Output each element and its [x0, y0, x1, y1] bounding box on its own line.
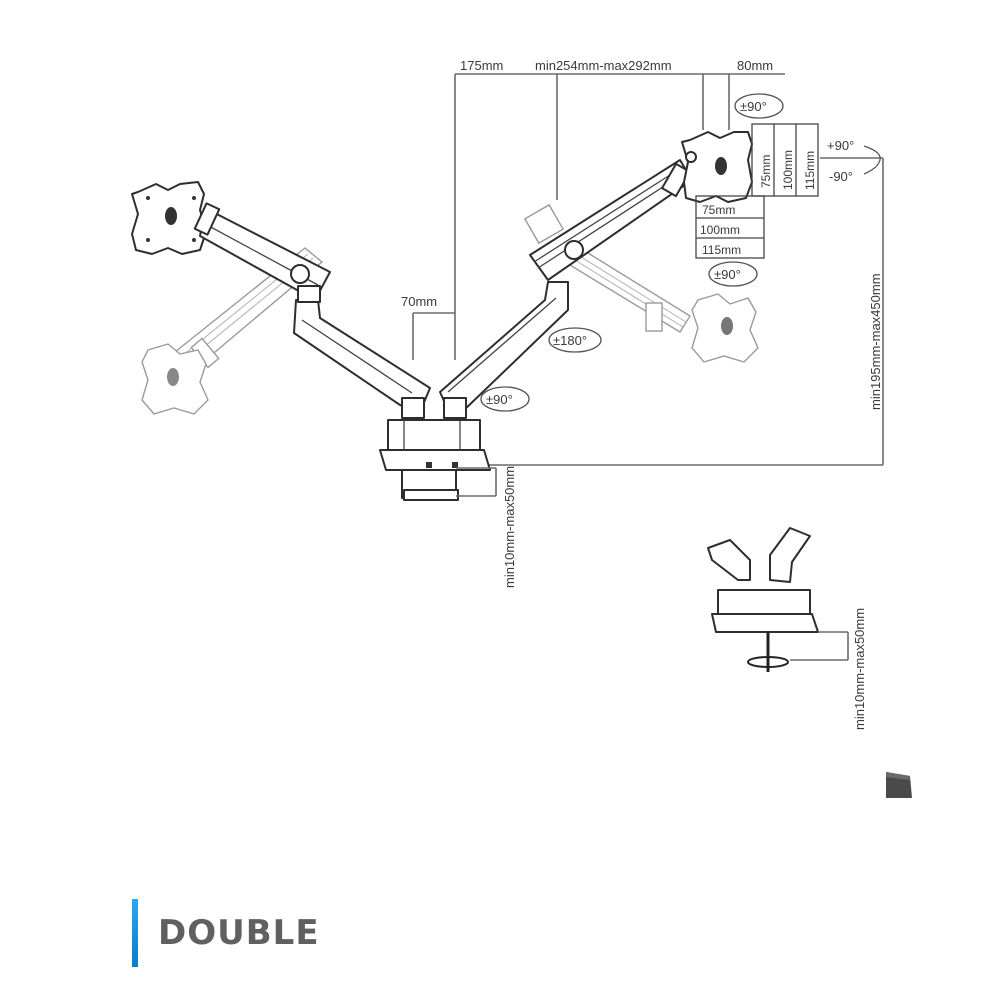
- left-monitor-vesa-plate: [131, 181, 207, 255]
- dim-clamp-range: min10mm-max50mm: [502, 466, 517, 588]
- tilt-up-label: +90°: [827, 138, 854, 153]
- height-dimension: min195mm-max450mm: [485, 157, 884, 466]
- dim-grommet-range: min10mm-max50mm: [852, 608, 867, 730]
- left-upper-arm: [193, 202, 331, 301]
- svg-text:±180°: ±180°: [553, 333, 587, 348]
- dim-height-range: min195mm-max450mm: [868, 273, 883, 410]
- right-monitor-vesa-plate: [681, 131, 753, 203]
- desk-clamp-base: [379, 397, 491, 501]
- rotation-badge-arm: ±180°: [548, 327, 602, 353]
- grommet-mount-inset: min10mm-max50mm: [707, 527, 867, 730]
- svg-text:±90°: ±90°: [486, 392, 513, 407]
- dim-70mm: 70mm: [401, 294, 437, 309]
- tilt-indicator: +90° -90°: [827, 138, 881, 184]
- rotation-badge-lower: ±90°: [708, 261, 758, 287]
- rotation-badge-top: ±90°: [734, 93, 784, 119]
- right-arm-ghost: [523, 203, 759, 363]
- tilt-down-label: -90°: [829, 169, 853, 184]
- vesa-v-100: 100mm: [781, 150, 795, 190]
- vesa-h-100: 100mm: [700, 223, 740, 237]
- pole-offset-dimension: 70mm: [401, 294, 455, 360]
- dim-80mm: 80mm: [737, 58, 773, 73]
- vesa-horizontal-box: 75mm 100mm 115mm: [695, 195, 765, 259]
- product-box-corner: [884, 768, 914, 802]
- title-block: DOUBLE: [132, 898, 320, 968]
- dim-arm-length: min254mm-max292mm: [535, 58, 672, 73]
- accent-bar: [132, 899, 138, 967]
- top-dimension-lines: 175mm min254mm-max292mm 80mm: [454, 58, 785, 360]
- svg-text:±90°: ±90°: [740, 99, 767, 114]
- vesa-v-75: 75mm: [759, 155, 773, 188]
- vesa-vertical-box: 75mm 100mm 115mm: [751, 123, 819, 197]
- rotation-badge-base: ±90°: [480, 386, 530, 412]
- svg-text:±90°: ±90°: [714, 267, 741, 282]
- dim-175mm: 175mm: [460, 58, 503, 73]
- vesa-h-75: 75mm: [702, 203, 735, 217]
- product-title: DOUBLE: [158, 913, 320, 953]
- vesa-h-115: 115mm: [702, 243, 741, 257]
- clamp-dimension: min10mm-max50mm: [456, 466, 517, 588]
- vesa-v-115: 115mm: [803, 151, 817, 190]
